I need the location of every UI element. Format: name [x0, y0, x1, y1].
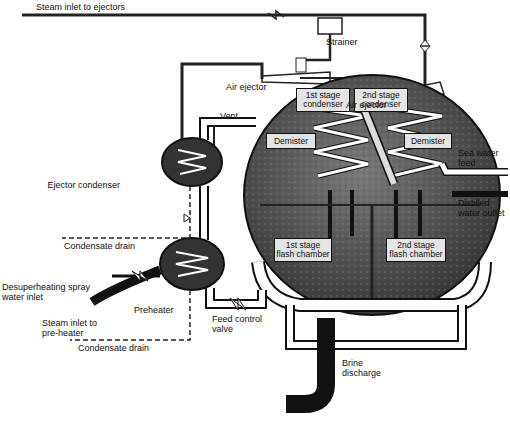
feed-control-valve-symbol: [230, 298, 246, 310]
part-label: Steam inlet to pre-heater: [42, 318, 114, 338]
distillate-leg: [330, 190, 420, 240]
part-label: Condensate drain: [78, 343, 198, 353]
part-label: Air ejector: [226, 82, 286, 92]
part-label: Condensate drain: [64, 241, 184, 251]
part-label: Distilled water outlet: [458, 198, 510, 218]
condensate-drain-line: [62, 186, 190, 238]
part-label: Desuperheating spray water inlet: [2, 282, 94, 302]
air-ejector-symbol: [296, 58, 306, 72]
brine-discharge-pipe: [286, 318, 326, 404]
crossover-pipe: [362, 104, 394, 184]
label-box: 1st stage flash chamber: [274, 238, 332, 262]
brine-trough: [258, 262, 485, 305]
part-label: Strainer: [326, 37, 386, 47]
label-box: 1st stage condenser: [296, 88, 350, 112]
brine-loop: [290, 305, 462, 345]
label-box: Demister: [404, 133, 452, 149]
brine-loop: [290, 305, 462, 345]
valve-symbol: [132, 271, 148, 281]
feed-pipe: [201, 186, 207, 240]
valve-symbol: [184, 214, 190, 222]
part-label: Steam inlet to ejectors: [36, 2, 176, 12]
brine-trough: [258, 262, 485, 305]
part-label: Preheater: [134, 305, 194, 315]
feed-pipe: [199, 186, 209, 240]
stage-partition: [260, 204, 480, 206]
valve-symbol: [268, 11, 284, 19]
preheater-vessel: [160, 238, 224, 290]
part-label: Feed control valve: [212, 314, 264, 334]
condenser-coil: [312, 108, 368, 176]
vapour-pipe: [204, 122, 256, 140]
label-box: Demister: [266, 133, 316, 149]
preheater-coil: [176, 252, 208, 276]
part-label: Vent: [220, 111, 260, 121]
vapour-pipe: [204, 122, 256, 140]
valve-symbol: [420, 40, 430, 52]
label-box: 2nd stage flash chamber: [386, 238, 446, 262]
condenser-coil: [178, 150, 206, 174]
strainer-symbol: [318, 18, 342, 34]
part-label: Ejector condenser: [40, 180, 120, 190]
condensate-drain-line: [70, 290, 190, 340]
part-label: Air ejector: [346, 100, 406, 110]
feed-pipe: [210, 288, 262, 304]
stage-partition: [371, 205, 374, 300]
feed-pipe: [210, 288, 262, 304]
part-label: Brine discharge: [342, 358, 394, 378]
crossover-pipe: [362, 104, 394, 184]
box-text: Demister: [274, 137, 308, 146]
air-pipe: [182, 64, 262, 140]
vent-pipe: [213, 126, 215, 146]
box-text: Demister: [411, 137, 445, 146]
distillate-pipe: [452, 191, 508, 197]
box-text: 2nd stage flash chamber: [388, 241, 444, 259]
steam-pipe: [300, 34, 330, 60]
condenser-coil: [312, 108, 368, 176]
box-text: 1st stage flash chamber: [276, 241, 330, 259]
part-label: Sea water feed: [458, 148, 510, 168]
box-text: 1st stage condenser: [298, 91, 348, 109]
steam-pipe: [92, 270, 160, 302]
ejector-condenser-vessel: [162, 138, 222, 186]
